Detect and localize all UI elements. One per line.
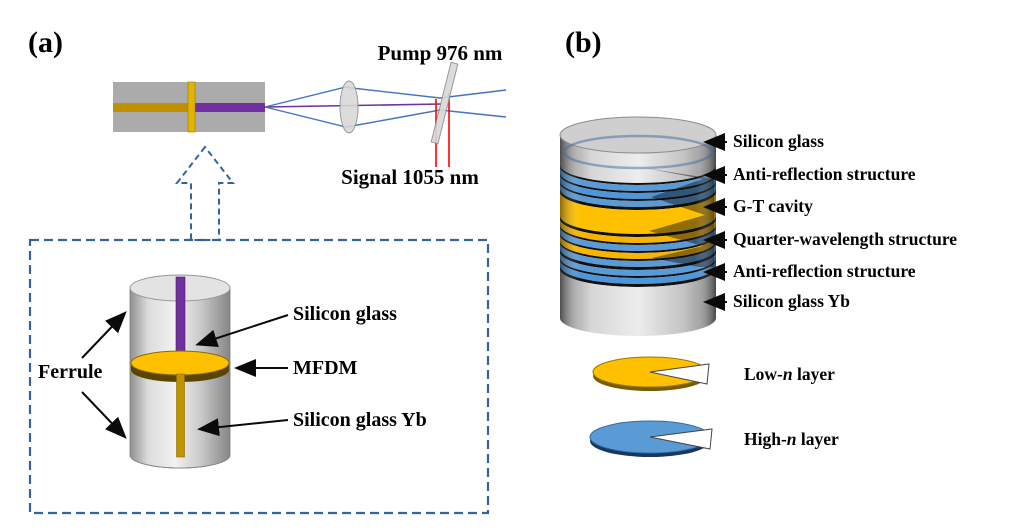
stack-label-anti-reflection-bottom: Anti-reflection structure: [733, 261, 916, 281]
dichroic-mirror: [430, 61, 459, 145]
stack-label-silicon-glass: Silicon glass: [733, 131, 824, 151]
beam-lines: [264, 86, 507, 128]
high-n-disk: [589, 420, 713, 457]
fiber-assembly: Pump 976 nm Signal 1055 nm: [113, 41, 507, 189]
dashed-outline-box: [28, 238, 490, 515]
ferrule-bottom-rim: [129, 454, 231, 469]
fiber-core-yellow: [113, 103, 188, 112]
stack-legend: Low-n layer High-n layer: [589, 356, 839, 457]
stack-label-silicon-glass-yb: Silicon glass Yb: [733, 291, 850, 311]
mfdm-disk: [130, 350, 230, 376]
stack-annotations: Silicon glass Anti-reflection structure …: [703, 131, 957, 311]
dashed-up-arrow: [174, 145, 236, 241]
ferrule-arrow-lower: [81, 391, 127, 439]
annotation-silicon-glass: Silicon glass: [293, 303, 397, 325]
low-n-disk: [592, 356, 710, 391]
panel-b-label: (b): [565, 26, 602, 59]
stack-edge-shading: [560, 135, 716, 336]
stack-inner-layer-ring: [562, 134, 714, 170]
silicon-glass-rod: [175, 276, 186, 362]
high-n-label: High-n layer: [744, 429, 839, 449]
pump-beam-upper: [264, 86, 507, 108]
yb-rod: [176, 373, 185, 458]
annotation-arrow-silicon-glass-yb: [197, 418, 289, 437]
stack-label-anti-reflection-top: Anti-reflection structure: [733, 164, 916, 184]
annotation-mfdm: MFDM: [293, 357, 358, 379]
pump-beam-lower: [264, 106, 507, 128]
stack-label-quarter-wavelength: Quarter-wavelength structure: [733, 229, 957, 249]
annotation-arrow-silicon-glass: [195, 314, 289, 347]
signal-label: Signal 1055 nm: [341, 165, 479, 189]
ferrule-group: Ferrule Silicon glass MFDM Silicon glass…: [38, 274, 427, 469]
annotation-silicon-glass-yb: Silicon glass Yb: [293, 409, 427, 431]
mfdm-disk-edge: [131, 363, 229, 382]
pump-label: Pump 976 nm: [378, 41, 503, 65]
mfdm-plane: [187, 81, 196, 133]
low-n-label: Low-n layer: [744, 364, 835, 384]
fiber-core-purple: [195, 103, 265, 112]
layer-stack: Silicon glass Anti-reflection structure …: [559, 116, 957, 336]
ferrule-label: Ferrule: [38, 361, 103, 383]
stack-label-gt-cavity: G-T cavity: [733, 196, 813, 216]
collimating-lens: [339, 80, 359, 134]
panel-a-label: (a): [28, 26, 63, 59]
ferrule-arrow-upper: [81, 311, 127, 359]
